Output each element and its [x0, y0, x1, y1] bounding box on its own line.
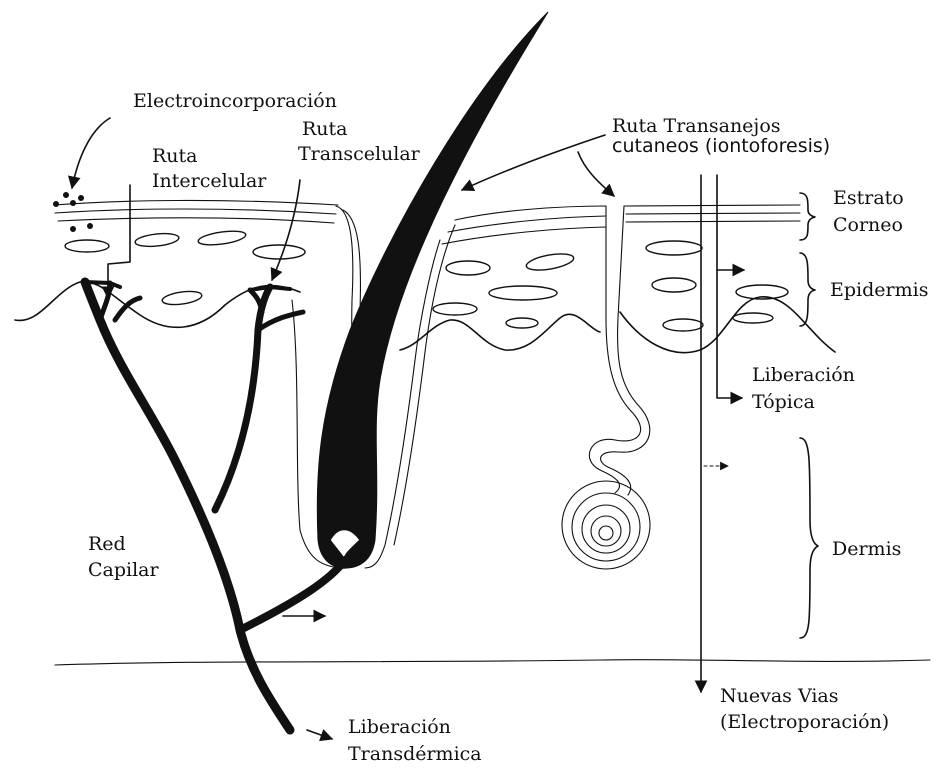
layer-brackets: [800, 193, 818, 638]
label-nuevas-vias-2: (Electroporación): [720, 711, 889, 733]
label-liberacion-topica-1: Liberación: [752, 364, 855, 386]
label-estrato-2: Corneo: [833, 214, 903, 236]
label-transanejos-1: Ruta Transanejos: [612, 115, 781, 137]
liberacion-topica-line: [717, 175, 742, 398]
label-transdermica-1: Liberación: [348, 716, 451, 738]
label-nuevas-vias-1: Nuevas Vias: [720, 685, 839, 707]
transdermica-arrow: [307, 730, 332, 739]
label-electroincorporacion: Electroincorporación: [133, 90, 337, 112]
label-transanejos-2: cutaneos (iontoforesis): [612, 135, 830, 157]
stratum-corneum-right: [442, 205, 800, 244]
sweat-duct: [562, 206, 650, 569]
ruta-transcelular-arrow: [272, 180, 300, 280]
label-red-capilar-2: Capilar: [88, 559, 160, 581]
transanejos-arrow-duct: [578, 152, 614, 196]
electroincorporacion-arrow: [72, 118, 110, 188]
dermal-epidermal-junction: [15, 282, 835, 353]
epidermis-cells: [65, 229, 788, 331]
label-red-capilar-1: Red: [88, 533, 126, 555]
label-ruta-transcelular-2: Transcelular: [298, 143, 421, 165]
label-dermis: Dermis: [832, 538, 901, 560]
label-estrato-1: Estrato: [833, 187, 904, 209]
dermis-boundary: [55, 660, 930, 665]
label-liberacion-topica-2: Tópica: [752, 391, 815, 413]
label-ruta-intercelular-2: Intercelular: [152, 170, 267, 192]
label-transdermica-2: Transdérmica: [348, 743, 482, 765]
label-ruta-intercelular-1: Ruta: [152, 145, 198, 167]
label-ruta-transcelular-1: Ruta: [302, 118, 348, 140]
label-epidermis: Epidermis: [830, 279, 928, 301]
